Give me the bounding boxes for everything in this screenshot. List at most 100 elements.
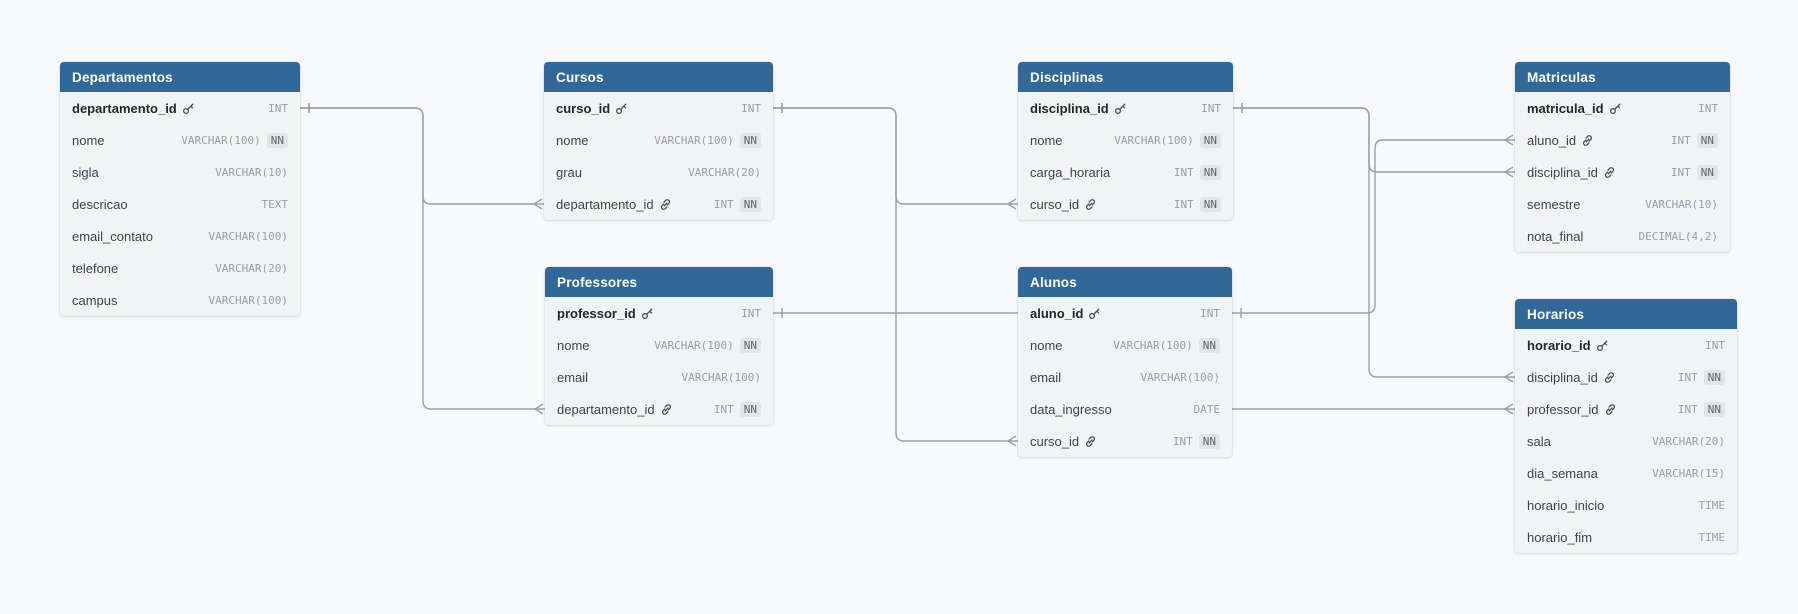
field-type: INT	[1705, 338, 1725, 352]
table-title: Professores	[557, 274, 638, 290]
field-name: horario_fim	[1527, 529, 1593, 545]
table-field-row: nome VARCHAR(100) NN	[545, 329, 773, 361]
not-null-badge: NN	[739, 132, 761, 148]
field-name: nome	[556, 132, 589, 148]
field-name: curso_id	[556, 100, 611, 116]
relationship-cursos-alunos[interactable]	[773, 103, 1018, 447]
field-type: DATE	[1193, 402, 1221, 416]
table-field-row: sigla VARCHAR(10)	[60, 156, 300, 188]
table-field-row: professor_id INT NN	[1515, 393, 1737, 425]
table-card-horarios[interactable]: Horarios horario_id INT disciplina_id IN…	[1515, 299, 1737, 553]
key-icon	[641, 307, 654, 320]
table-body: curso_id INT nome VARCHAR(100) NN grau V…	[544, 92, 773, 220]
relationship-disciplinas-horarios[interactable]	[1233, 103, 1515, 383]
table-header[interactable]: Professores	[545, 267, 773, 297]
table-header[interactable]: Departamentos	[60, 62, 300, 92]
table-card-departamentos[interactable]: Departamentos departamento_id INT nome V…	[60, 62, 300, 316]
field-type: VARCHAR(100)	[1114, 133, 1194, 147]
field-name: nome	[1030, 132, 1063, 148]
field-type: INT	[1670, 133, 1691, 147]
table-header[interactable]: Horarios	[1515, 299, 1737, 329]
field-type: INT	[1670, 165, 1691, 179]
field-type: VARCHAR(100)	[654, 338, 734, 352]
field-name: data_ingresso	[1030, 401, 1112, 417]
table-field-row: professor_id INT	[545, 297, 773, 329]
table-card-matriculas[interactable]: Matriculas matricula_id INT aluno_id INT…	[1515, 62, 1730, 252]
table-field-row: aluno_id INT NN	[1515, 124, 1730, 156]
table-field-row: email VARCHAR(100)	[1018, 361, 1232, 393]
table-body: matricula_id INT aluno_id INT NN discipl…	[1515, 92, 1730, 252]
not-null-badge: NN	[739, 337, 761, 353]
field-type: INT	[1200, 306, 1220, 320]
relationship-departamentos-cursos[interactable]	[300, 103, 544, 210]
table-field-row: horario_id INT	[1515, 329, 1737, 361]
field-name: disciplina_id	[1527, 369, 1598, 385]
many-end-chevron	[1504, 166, 1514, 178]
link-icon	[1604, 403, 1617, 416]
table-body: aluno_id INT nome VARCHAR(100) NN email …	[1018, 297, 1232, 457]
field-name: telefone	[72, 260, 119, 276]
table-card-professores[interactable]: Professores professor_id INT nome VARCHA…	[545, 267, 773, 425]
link-icon	[1084, 198, 1097, 211]
table-field-row: departamento_id INT	[60, 92, 300, 124]
field-name: curso_id	[1030, 433, 1080, 449]
table-field-row: grau VARCHAR(20)	[544, 156, 773, 188]
not-null-badge: NN	[1199, 164, 1221, 180]
field-name: horario_inicio	[1527, 497, 1605, 513]
field-name: nome	[72, 132, 105, 148]
table-field-row: matricula_id INT	[1515, 92, 1730, 124]
field-type: VARCHAR(100)	[208, 293, 288, 307]
field-name: email	[557, 369, 589, 385]
many-end-chevron	[1504, 403, 1514, 415]
many-end-chevron	[1504, 134, 1514, 146]
field-type: TEXT	[261, 197, 289, 211]
table-card-disciplinas[interactable]: Disciplinas disciplina_id INT nome VARCH…	[1018, 62, 1233, 220]
field-name: nota_final	[1527, 228, 1584, 244]
table-field-row: curso_id INT NN	[1018, 425, 1232, 457]
key-icon	[1114, 102, 1127, 115]
many-end-chevron	[1504, 371, 1514, 383]
field-name: email_contato	[72, 228, 153, 244]
many-end-chevron	[1007, 435, 1017, 447]
table-field-row: telefone VARCHAR(20)	[60, 252, 300, 284]
table-header[interactable]: Cursos	[544, 62, 773, 92]
table-header[interactable]: Matriculas	[1515, 62, 1730, 92]
field-type: INT	[1677, 402, 1698, 416]
field-name: professor_id	[1527, 401, 1599, 417]
field-name: curso_id	[1030, 196, 1080, 212]
table-title: Disciplinas	[1030, 69, 1104, 85]
link-icon	[659, 198, 672, 211]
table-field-row: departamento_id INT NN	[544, 188, 773, 220]
key-icon	[1609, 102, 1622, 115]
field-type: INT	[1698, 101, 1718, 115]
table-card-alunos[interactable]: Alunos aluno_id INT nome VARCHAR(100) NN…	[1018, 267, 1232, 457]
field-type: DECIMAL(4,2)	[1638, 229, 1718, 243]
not-null-badge: NN	[739, 401, 761, 417]
table-field-row: nome VARCHAR(100) NN	[60, 124, 300, 156]
relationship-alunos-matriculas[interactable]	[1232, 134, 1515, 318]
table-header[interactable]: Alunos	[1018, 267, 1232, 297]
table-title: Cursos	[556, 69, 604, 85]
not-null-badge: NN	[1199, 196, 1221, 212]
relationship-departamentos-professores[interactable]	[300, 103, 545, 415]
not-null-badge: NN	[266, 132, 288, 148]
table-header[interactable]: Disciplinas	[1018, 62, 1233, 92]
table-body: departamento_id INT nome VARCHAR(100) NN…	[60, 92, 300, 316]
not-null-badge: NN	[1696, 132, 1718, 148]
key-icon	[182, 102, 195, 115]
table-field-row: nome VARCHAR(100) NN	[1018, 124, 1233, 156]
table-field-row: data_ingresso DATE	[1018, 393, 1232, 425]
many-end-chevron	[1007, 198, 1017, 210]
field-name: disciplina_id	[1527, 164, 1598, 180]
table-body: disciplina_id INT nome VARCHAR(100) NN c…	[1018, 92, 1233, 220]
field-type: VARCHAR(100)	[1140, 370, 1220, 384]
table-field-row: disciplina_id INT NN	[1515, 156, 1730, 188]
not-null-badge: NN	[739, 196, 761, 212]
field-name: departamento_id	[72, 100, 177, 116]
field-name: matricula_id	[1527, 100, 1604, 116]
table-body: professor_id INT nome VARCHAR(100) NN em…	[545, 297, 773, 425]
table-field-row: semestre VARCHAR(10)	[1515, 188, 1730, 220]
table-card-cursos[interactable]: Cursos curso_id INT nome VARCHAR(100) NN…	[544, 62, 773, 220]
field-type: INT	[268, 101, 288, 115]
